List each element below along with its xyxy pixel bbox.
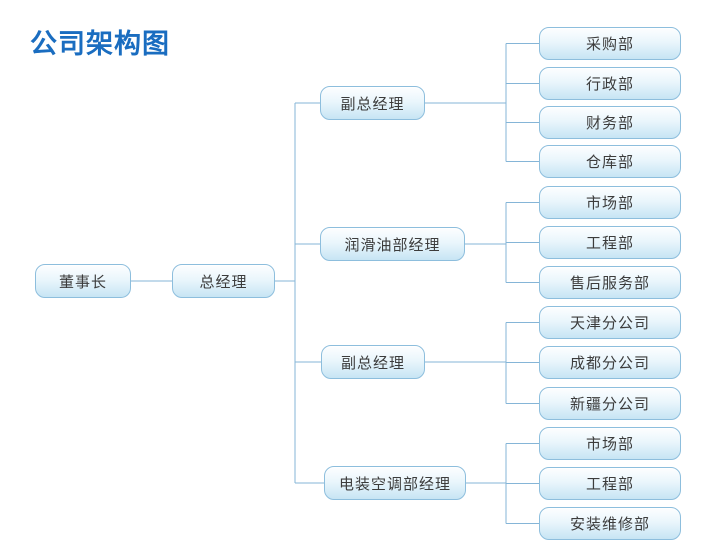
org-node-label: 副总经理 bbox=[340, 354, 405, 372]
org-node-engineering1: 工程部 bbox=[539, 226, 681, 259]
org-node-tianjin: 天津分公司 bbox=[539, 306, 681, 339]
org-node-chairman: 董事长 bbox=[35, 264, 131, 298]
org-node-purchasing: 采购部 bbox=[539, 27, 681, 60]
org-node-label: 财务部 bbox=[585, 115, 634, 132]
org-node-marketing2: 市场部 bbox=[539, 427, 681, 460]
org-node-finance: 财务部 bbox=[539, 106, 681, 139]
org-node-label: 行政部 bbox=[585, 76, 634, 93]
org-node-admin: 行政部 bbox=[539, 67, 681, 100]
org-node-warehouse: 仓库部 bbox=[539, 145, 681, 178]
org-node-gm: 总经理 bbox=[172, 264, 275, 298]
org-node-engineering2: 工程部 bbox=[539, 467, 681, 500]
org-node-chengdu: 成都分公司 bbox=[539, 346, 681, 379]
org-node-label: 仓库部 bbox=[585, 154, 634, 171]
org-node-label: 采购部 bbox=[585, 36, 634, 53]
org-node-label: 天津分公司 bbox=[569, 315, 650, 332]
org-node-lube-manager: 润滑油部经理 bbox=[320, 227, 465, 261]
org-node-label: 成都分公司 bbox=[569, 355, 650, 372]
org-node-label: 电装空调部经理 bbox=[338, 475, 451, 493]
org-node-label: 润滑油部经理 bbox=[344, 236, 441, 254]
org-node-aftersales: 售后服务部 bbox=[539, 266, 681, 299]
org-node-label: 工程部 bbox=[585, 235, 634, 252]
org-node-label: 新疆分公司 bbox=[569, 396, 650, 413]
org-node-vgm1: 副总经理 bbox=[320, 86, 425, 120]
org-node-xinjiang: 新疆分公司 bbox=[539, 387, 681, 420]
org-node-vgm2: 副总经理 bbox=[321, 345, 425, 379]
org-node-label: 副总经理 bbox=[340, 95, 405, 113]
org-node-label: 工程部 bbox=[585, 476, 634, 493]
page-title: 公司架构图 bbox=[30, 29, 170, 59]
org-node-denso-manager: 电装空调部经理 bbox=[324, 466, 466, 500]
org-node-label: 市场部 bbox=[585, 436, 634, 453]
org-node-label: 售后服务部 bbox=[569, 275, 650, 292]
org-node-installation: 安装维修部 bbox=[539, 507, 681, 540]
org-node-label: 总经理 bbox=[199, 273, 248, 291]
org-node-label: 市场部 bbox=[585, 195, 634, 212]
org-node-marketing1: 市场部 bbox=[539, 186, 681, 219]
org-node-label: 安装维修部 bbox=[569, 516, 650, 533]
org-node-label: 董事长 bbox=[58, 273, 107, 291]
